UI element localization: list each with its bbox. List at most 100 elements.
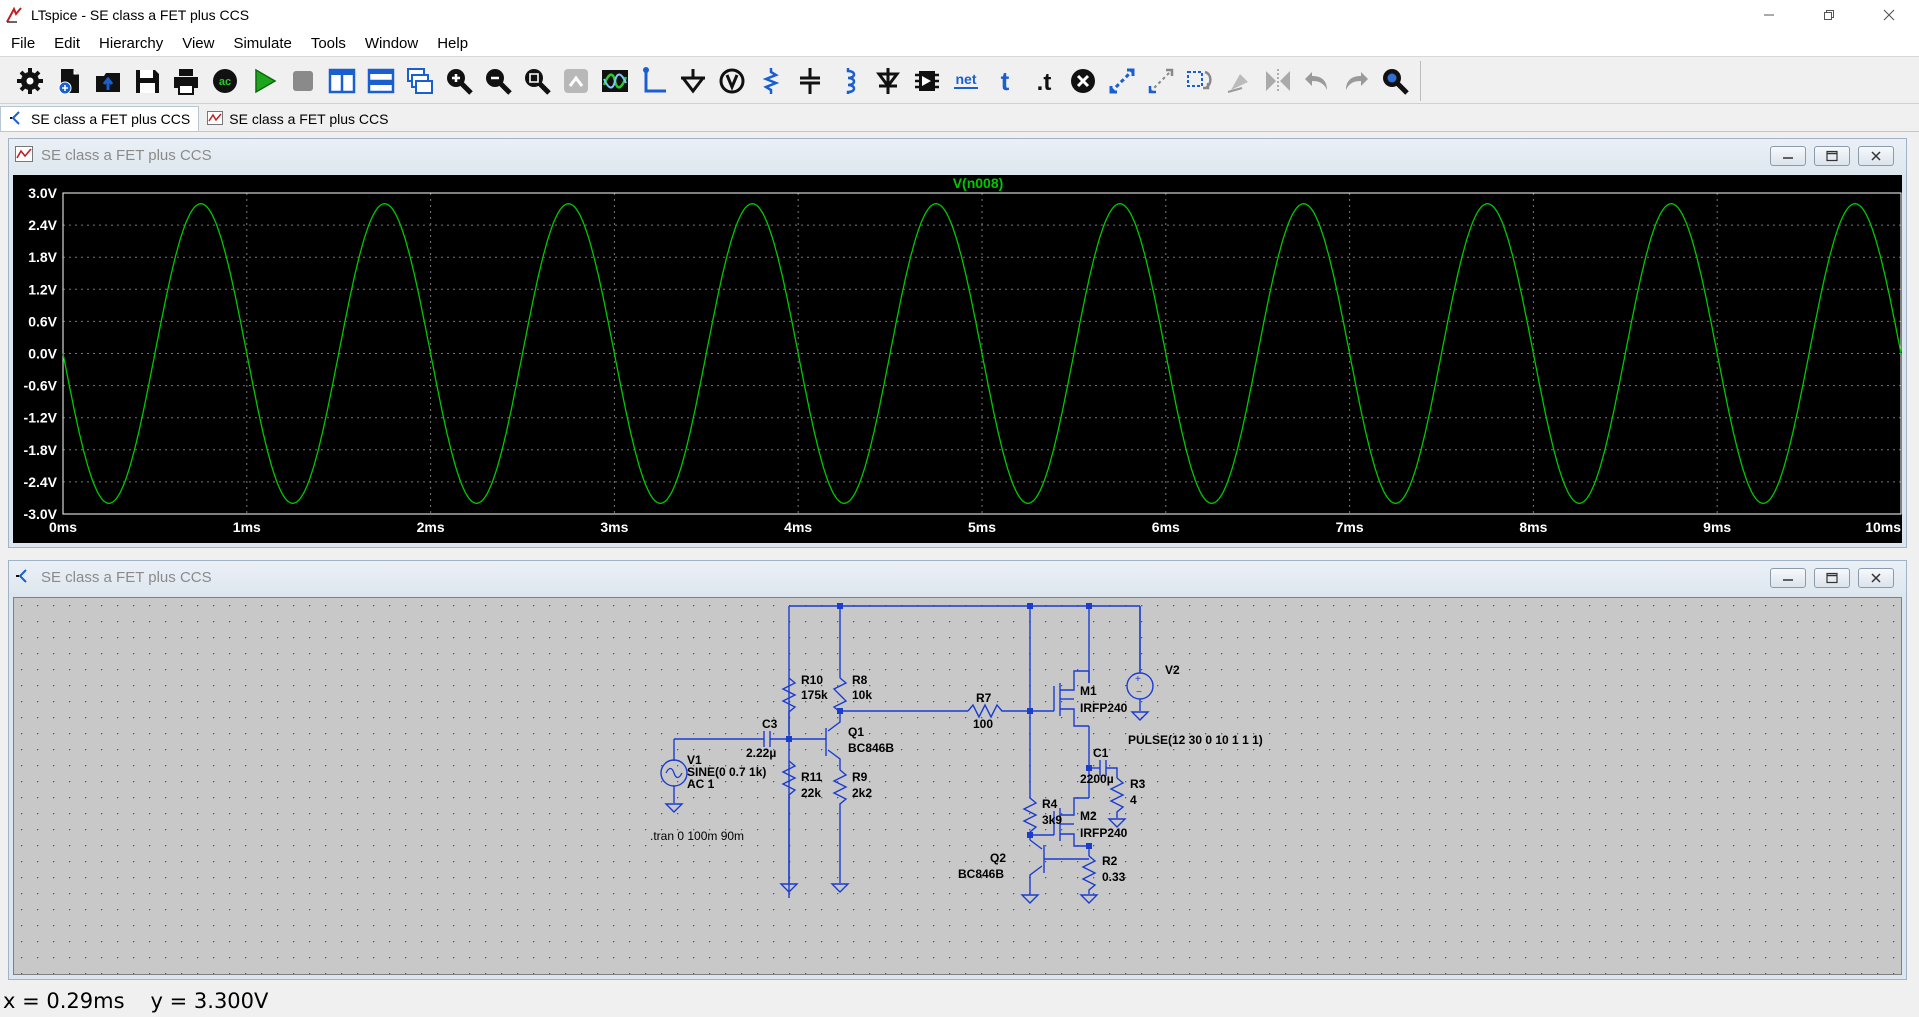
r9-value[interactable]: 2k2 <box>852 786 872 800</box>
trace-v-n008[interactable] <box>62 203 1902 504</box>
q2-label[interactable]: Q2 <box>990 851 1006 865</box>
find-button[interactable] <box>1375 62 1414 101</box>
tab-waveform[interactable]: SE class a FET plus CCS <box>199 106 396 131</box>
waveform-chart[interactable]: V(n008) 3.0V2.4V1.8V1.2V0.6V0.0V-0.6V-1.… <box>13 175 1902 543</box>
flip-button[interactable] <box>1258 62 1297 101</box>
schematic-drawing[interactable]: + − R10 175k R8 10k R7 100 M1 IRFP240 V2… <box>14 598 1901 974</box>
tile-horizontal-button[interactable] <box>361 62 400 101</box>
mirror-button[interactable] <box>1219 62 1258 101</box>
component-button[interactable] <box>907 62 946 101</box>
minimize-button[interactable] <box>1739 0 1799 30</box>
r2-value[interactable]: 0.33 <box>1102 870 1126 884</box>
r4-value[interactable]: 3k9 <box>1042 813 1062 827</box>
tab-schematic[interactable]: SE class a FET plus CCS <box>0 106 200 131</box>
menu-edit[interactable]: Edit <box>54 34 81 52</box>
schematic-minimize-button[interactable] <box>1770 568 1806 588</box>
ac-analysis-button[interactable]: ac <box>205 62 244 101</box>
trace-title[interactable]: V(n008) <box>953 175 1004 191</box>
restore-button[interactable] <box>1799 0 1859 30</box>
menu-window[interactable]: Window <box>364 34 419 52</box>
redo-button[interactable] <box>1336 62 1375 101</box>
r11-label[interactable]: R11 <box>801 770 823 784</box>
tran-directive[interactable]: .tran 0 100m 90m <box>650 829 744 843</box>
menu-tools[interactable]: Tools <box>310 34 346 52</box>
m2-label[interactable]: M2 <box>1080 809 1097 823</box>
net-name-button[interactable]: net <box>946 62 985 101</box>
menu-simulate[interactable]: Simulate <box>233 34 292 52</box>
control-panel-button[interactable] <box>10 62 49 101</box>
zoom-out-button[interactable] <box>478 62 517 101</box>
waveform-icon <box>15 146 33 164</box>
capacitor-button[interactable] <box>790 62 829 101</box>
r9-label[interactable]: R9 <box>852 770 868 784</box>
v1-ac[interactable]: AC 1 <box>687 777 715 791</box>
q1-label[interactable]: Q1 <box>848 725 864 739</box>
c3-label[interactable]: C3 <box>762 717 778 731</box>
r3-value[interactable]: 4 <box>1130 793 1137 807</box>
schematic-icon <box>15 568 33 586</box>
x-tick-label: 3ms <box>600 519 628 535</box>
schematic-close-button[interactable] <box>1858 568 1894 588</box>
r10-value[interactable]: 175k <box>801 688 828 702</box>
run-button[interactable] <box>244 62 283 101</box>
m1-value[interactable]: IRFP240 <box>1080 701 1128 715</box>
v2-label[interactable]: V2 <box>1165 663 1180 677</box>
cascade-button[interactable] <box>400 62 439 101</box>
print-button[interactable] <box>166 62 205 101</box>
open-button[interactable] <box>88 62 127 101</box>
m2-value[interactable]: IRFP240 <box>1080 826 1128 840</box>
ground-button[interactable] <box>673 62 712 101</box>
waveform-close-button[interactable] <box>1858 146 1894 166</box>
c1-label[interactable]: C1 <box>1093 746 1109 760</box>
menu-file[interactable]: File <box>11 34 36 52</box>
schematic-window-titlebar[interactable]: SE class a FET plus CCS <box>9 561 1906 593</box>
diode-button[interactable] <box>868 62 907 101</box>
inductor-button[interactable] <box>829 62 868 101</box>
zoom-in-button[interactable] <box>439 62 478 101</box>
r7-value[interactable]: 100 <box>973 717 993 731</box>
r11-value[interactable]: 22k <box>801 786 821 800</box>
resistor-button[interactable] <box>751 62 790 101</box>
waveform-window-titlebar[interactable]: SE class a FET plus CCS <box>9 139 1906 171</box>
move-button[interactable] <box>1102 62 1141 101</box>
delete-button[interactable] <box>1063 62 1102 101</box>
drag-button[interactable] <box>1141 62 1180 101</box>
r3-label[interactable]: R3 <box>1130 777 1146 791</box>
r7-label[interactable]: R7 <box>976 691 992 705</box>
r4-label[interactable]: R4 <box>1042 797 1058 811</box>
wire-button[interactable] <box>634 62 673 101</box>
q1-value[interactable]: BC846B <box>848 741 894 755</box>
r8-label[interactable]: R8 <box>852 673 868 687</box>
text-button[interactable]: t <box>985 62 1024 101</box>
r2-label[interactable]: R2 <box>1102 854 1118 868</box>
zoom-fit-button[interactable] <box>517 62 556 101</box>
save-button[interactable] <box>127 62 166 101</box>
undo-button[interactable] <box>1297 62 1336 101</box>
menu-hierarchy[interactable]: Hierarchy <box>99 34 164 52</box>
schematic-maximize-button[interactable] <box>1814 568 1850 588</box>
v1-label[interactable]: V1 <box>687 753 702 767</box>
q2-value[interactable]: BC846B <box>958 867 1004 881</box>
pulse-value[interactable]: PULSE(12 30 0 10 1 1 1) <box>1128 733 1263 747</box>
rotate-button[interactable] <box>1180 62 1219 101</box>
m1-label[interactable]: M1 <box>1080 684 1097 698</box>
waveform-maximize-button[interactable] <box>1814 146 1850 166</box>
c1-value[interactable]: 2200µ <box>1080 772 1114 786</box>
c3-value[interactable]: 2.22µ <box>746 746 776 760</box>
new-schematic-button[interactable] <box>49 62 88 101</box>
close-button[interactable] <box>1859 0 1919 30</box>
menu-view[interactable]: View <box>182 34 215 52</box>
spice-directive-button[interactable]: .t <box>1024 62 1063 101</box>
label-net-button[interactable] <box>712 62 751 101</box>
schematic-canvas[interactable]: + − R10 175k R8 10k R7 100 M1 IRFP240 V2… <box>13 597 1902 975</box>
r10-label[interactable]: R10 <box>801 673 823 687</box>
halt-button[interactable] <box>283 62 322 101</box>
v1-sine[interactable]: SINE(0 0.7 1k) <box>687 765 766 779</box>
waveform-minimize-button[interactable] <box>1770 146 1806 166</box>
menu-help[interactable]: Help <box>437 34 469 52</box>
pick-trace-button[interactable] <box>595 62 634 101</box>
autorange-button[interactable] <box>556 62 595 101</box>
r8-value[interactable]: 10k <box>852 688 872 702</box>
tile-vertical-button[interactable] <box>322 62 361 101</box>
